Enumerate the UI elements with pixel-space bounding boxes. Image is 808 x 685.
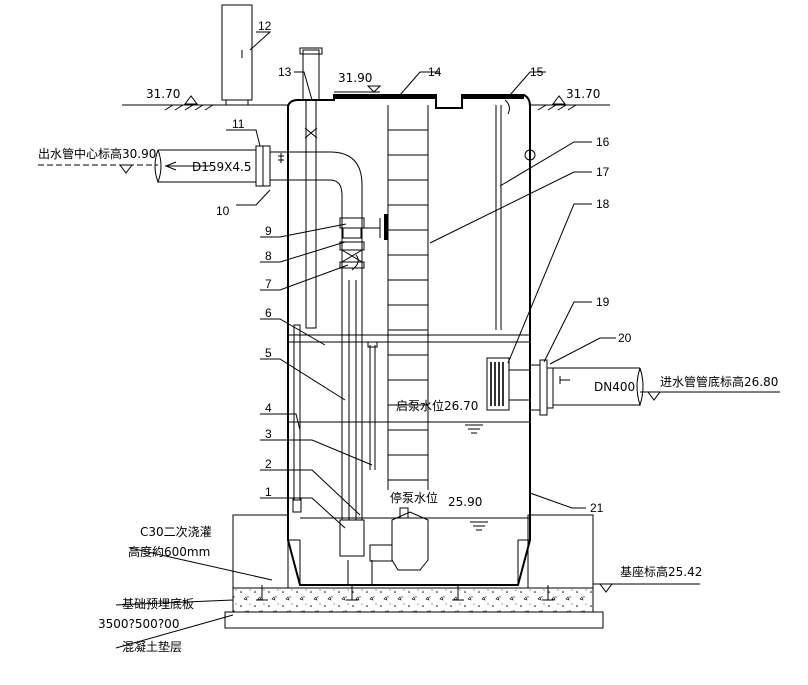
anchor-bolts	[256, 585, 554, 601]
leader-label-8: 8	[265, 249, 272, 263]
leader-label-14: 14	[428, 65, 442, 79]
base-dimensions: 3500?500?00	[98, 617, 179, 631]
inlet-pipe-spec: DN400	[594, 380, 635, 394]
ground-elevation-right: 31.70	[566, 87, 600, 101]
inlet-pipe	[530, 359, 644, 416]
top-elevation: 31.90	[338, 71, 372, 85]
leader-label-9: 9	[265, 224, 272, 238]
elevation-top-marker	[334, 85, 382, 93]
ground-elevation-left: 31.70	[146, 87, 180, 101]
elevation-outlet-marker	[38, 161, 210, 174]
ground-right	[530, 95, 610, 111]
submersible-pump	[339, 507, 429, 585]
concrete-layer-note: 混凝土垫层	[122, 639, 182, 654]
base-elevation: 基座标高25.42	[620, 564, 702, 579]
leader-label-19: 19	[596, 295, 610, 309]
ladder	[387, 105, 429, 490]
stop-water-level-value: 25.90	[448, 495, 482, 509]
leader-label-7: 7	[265, 277, 272, 291]
leader-label-3: 3	[265, 427, 272, 441]
vent-pipe	[299, 47, 323, 329]
leader-label-17: 17	[596, 165, 610, 179]
inlet-bottom-elevation: 进水管管底标高26.80	[660, 374, 778, 389]
leader-label-11: 11	[232, 117, 245, 131]
grout-note-line1: C30二次浇灌	[140, 525, 212, 539]
leader-label-12: 12	[258, 19, 272, 33]
elevation-inlet-marker	[640, 391, 780, 401]
outlet-center-elevation: 出水管中心标高30.90	[38, 146, 156, 161]
leader-label-21: 21	[590, 501, 604, 515]
leader-label-13: 13	[278, 65, 292, 79]
guide-rail	[348, 280, 357, 520]
outlet-pipe	[154, 145, 363, 520]
level-tube	[367, 341, 378, 470]
leader-label-2: 2	[265, 457, 272, 471]
control-cabinet	[221, 4, 253, 106]
float-rod-right	[495, 99, 536, 330]
secondary-grout-left	[232, 514, 289, 589]
elevation-base-marker	[593, 583, 700, 593]
leader-label-5: 5	[265, 346, 272, 360]
leader-label-4: 4	[265, 401, 272, 415]
leader-lines	[115, 31, 616, 649]
base-plate-note: 基础预埋底板	[122, 596, 194, 611]
leader-label-6: 6	[265, 306, 272, 320]
gate-valve	[339, 241, 365, 271]
secondary-grout-right	[527, 514, 594, 589]
leader-label-20: 20	[618, 331, 632, 345]
start-water-level: 启泵水位26.70	[396, 398, 478, 413]
base-plate	[232, 587, 594, 613]
top-cover	[287, 94, 531, 112]
start-water-line	[288, 421, 530, 434]
grout-note-line2: 高度約600mm	[128, 544, 210, 559]
leader-label-1: 1	[265, 485, 272, 499]
ground-left	[122, 95, 288, 111]
stop-water-level: 停泵水位	[390, 490, 438, 505]
concrete-cushion-layer	[224, 611, 604, 629]
leader-label-10: 10	[216, 204, 230, 218]
leader-label-18: 18	[596, 197, 610, 211]
leader-label-16: 16	[596, 135, 610, 149]
baffle-plate	[288, 334, 530, 343]
check-valve	[339, 214, 388, 240]
leader-label-15: 15	[530, 65, 544, 79]
trash-basket	[486, 357, 530, 411]
tank-shell	[287, 112, 531, 586]
stop-water-line	[300, 517, 530, 531]
outlet-pipe-spec: D159X4.5	[192, 160, 251, 174]
